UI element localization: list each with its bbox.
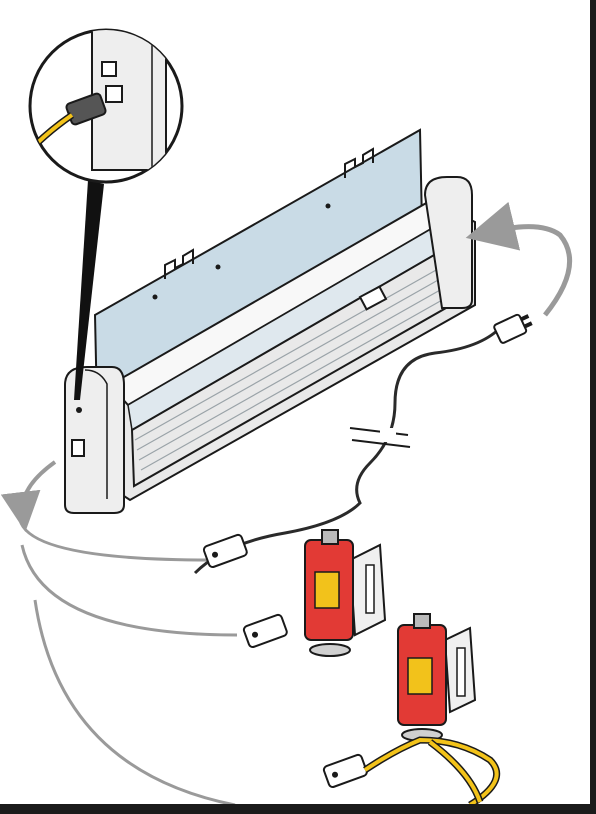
zoom-pointer (74, 180, 104, 400)
fixture-end-cap-right (423, 176, 473, 309)
cable-connector-1 (202, 533, 248, 568)
yellow-cable (363, 736, 501, 808)
magnifier-circle-icon (28, 28, 184, 184)
frame-edge-right (590, 0, 596, 814)
frame-edge-bottom (0, 804, 596, 814)
curved-arrow-icon (465, 201, 573, 317)
cable-connector-3 (322, 753, 368, 788)
fixture-socket (71, 439, 85, 457)
motion-sensor-switch-2 (397, 613, 477, 742)
break-lines-icon (349, 427, 409, 436)
light-fixture (64, 176, 476, 514)
feed-line-1 (18, 519, 211, 562)
diffuser-ribs (134, 264, 452, 471)
feed-line-2 (20, 544, 238, 637)
motion-sensor-switch-1 (304, 529, 387, 657)
feed-arrow-in (0, 460, 57, 532)
cable-connector-2 (242, 613, 288, 648)
feed-line-3 (33, 599, 236, 807)
plug-connector-top (493, 313, 533, 344)
power-cable (193, 326, 502, 575)
fixture-switch (358, 285, 388, 311)
